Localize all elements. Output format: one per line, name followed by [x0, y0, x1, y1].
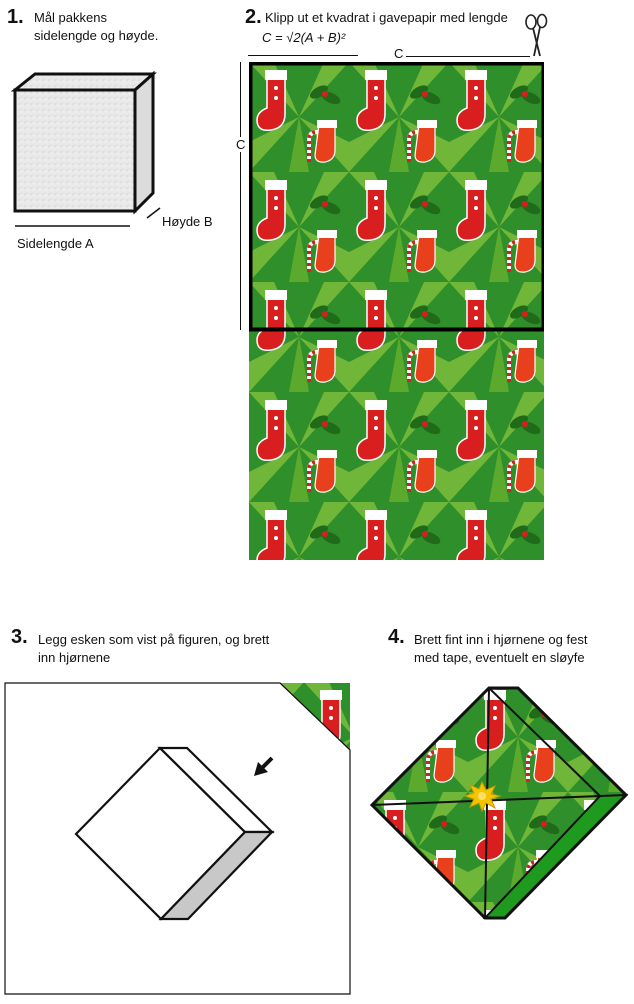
step4-illustration	[369, 686, 629, 920]
step3-text: Legg esken som vist på figuren, og brett…	[38, 631, 269, 667]
step2-formula: C = √2(A + B)²	[262, 30, 346, 45]
step1-text-line1: Mål pakkens	[34, 10, 107, 25]
step4-number: 4.	[388, 626, 405, 648]
wrapped-package	[372, 688, 626, 918]
step2-number: 2.	[245, 6, 262, 28]
dimension-line-top	[406, 56, 530, 57]
wrapping-paper	[249, 62, 544, 560]
bow-icon	[463, 780, 502, 813]
box-top-face	[10, 72, 157, 92]
step2-text: Klipp ut et kvadrat i gavepapir med leng…	[265, 10, 508, 25]
side-length-a-label: Sidelengde A	[17, 236, 94, 251]
step3-text-line1: Legg esken som vist på figuren, og brett	[38, 632, 270, 647]
step1-text: Mål pakkens sidelengde og høyde.	[34, 9, 158, 45]
step1-number: 1.	[7, 6, 24, 28]
box-side-face	[133, 70, 155, 215]
step3-illustration	[4, 682, 351, 995]
step4-text-line1: Brett fint inn i hjørnene og fest	[414, 632, 588, 647]
step1-text-line2: sidelengde og høyde.	[34, 28, 159, 43]
step1-box-illustration	[10, 70, 161, 227]
fold-crease	[279, 682, 351, 751]
step3-number: 3.	[11, 626, 28, 648]
fold-arrow-icon	[254, 756, 274, 776]
step4-text-line2: med tape, eventuelt en sløyfe	[414, 650, 585, 665]
fold-line-edge	[488, 687, 601, 797]
dimension-label-left-c: C	[236, 137, 246, 152]
formula-underline	[248, 55, 358, 56]
box-front-face	[13, 88, 137, 213]
scissors-icon	[525, 13, 548, 57]
cut-square-outline	[249, 62, 544, 332]
height-b-label: Høyde B	[162, 214, 213, 229]
step3-text-line2: inn hjørnene	[38, 650, 111, 665]
dimension-line-left	[240, 62, 241, 330]
dimension-label-top-c: C	[394, 46, 404, 61]
step4-text: Brett fint inn i hjørnene og fest med ta…	[414, 631, 587, 667]
height-tick	[146, 207, 161, 219]
box-lower-side-3	[158, 830, 275, 921]
